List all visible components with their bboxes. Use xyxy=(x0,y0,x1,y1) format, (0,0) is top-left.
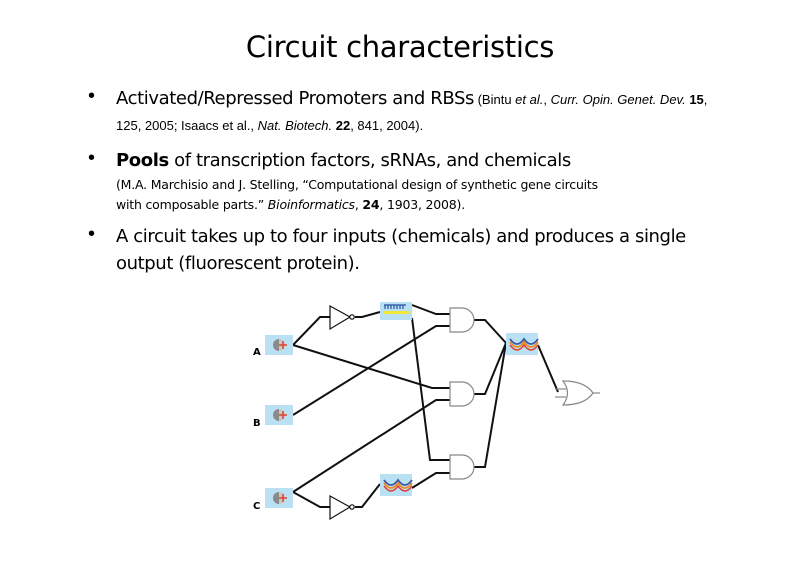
and-gate-1 xyxy=(449,307,475,333)
bullet-promoters: • Activated/Repressed Promoters and RBSs… xyxy=(86,85,726,139)
citation: (Bintu et al., Curr. Opin. Genet. Dev. 1… xyxy=(116,92,708,133)
srna-box-1 xyxy=(380,474,413,496)
bullet-list: • Activated/Repressed Promoters and RBSs… xyxy=(86,85,726,285)
bullet-dot: • xyxy=(88,223,96,245)
not-gate-1 xyxy=(329,304,355,331)
bullet-bold-text: Pools xyxy=(116,150,169,171)
bullet-inputs: • A circuit takes up to four inputs (che… xyxy=(86,223,726,277)
input-C xyxy=(265,488,293,508)
and-gate-3 xyxy=(449,454,475,480)
input-B xyxy=(265,405,293,425)
promoter-box xyxy=(380,302,412,320)
bullet-text: A circuit takes up to four inputs (chemi… xyxy=(116,226,686,274)
bullet-text: Activated/Repressed Promoters and RBSs xyxy=(116,88,474,109)
wires xyxy=(292,304,559,508)
and-gate-2 xyxy=(449,381,475,407)
srna-box-2 xyxy=(506,333,539,355)
input-A xyxy=(265,335,293,355)
input-label-A: A xyxy=(253,347,261,358)
input-label-C: C xyxy=(253,501,260,512)
or-gate xyxy=(555,380,600,406)
bullet-dot: • xyxy=(88,85,96,107)
citation: (M.A. Marchisio and J. Stelling, “Comput… xyxy=(116,177,598,212)
bullet-pools: • Pools of transcription factors, sRNAs,… xyxy=(86,147,726,215)
slide-title: Circuit characteristics xyxy=(245,30,555,64)
not-gate-2 xyxy=(329,494,355,521)
bullet-dot: • xyxy=(88,147,96,169)
bullet-text: of transcription factors, sRNAs, and che… xyxy=(168,150,571,171)
input-label-B: B xyxy=(253,418,261,429)
